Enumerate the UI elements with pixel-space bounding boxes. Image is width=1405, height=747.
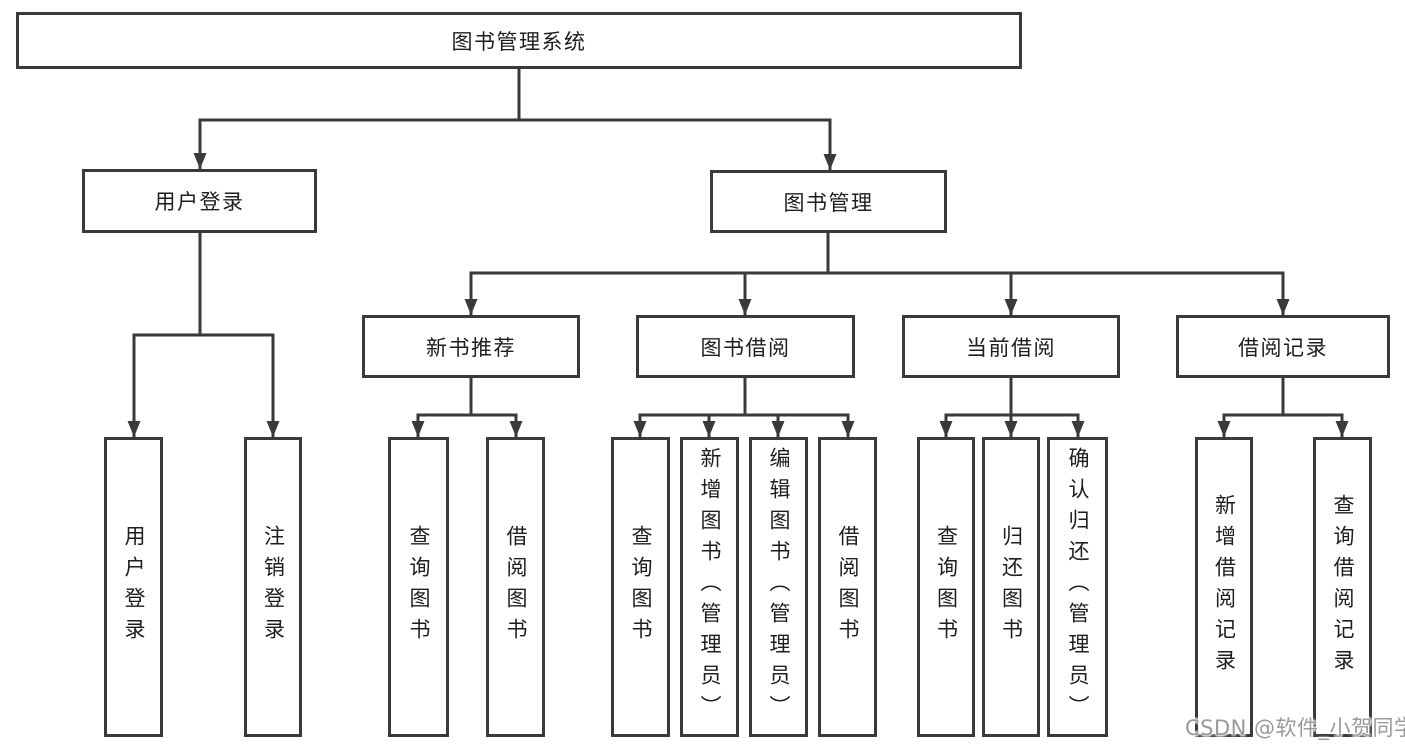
leaf-current-query-books: 查询图书 [917,437,975,737]
node-borrow-records: 借阅记录 [1176,315,1390,378]
leaf-return-books: 归还图书 [982,437,1040,737]
leaf-user-login-label: 用户登录 [122,525,146,649]
leaf-recommend-query-books: 查询图书 [388,437,449,737]
node-new-book-recommend-label: 新书推荐 [426,335,516,360]
leaf-recommend-borrow-books-label: 借阅图书 [504,525,528,649]
node-book-borrow-label: 图书借阅 [700,335,791,360]
leaf-recommend-borrow-books: 借阅图书 [486,437,545,737]
node-root: 图书管理系统 [16,12,1022,69]
leaf-confirm-return-admin-label: 确认归还（管理员） [1066,447,1090,726]
leaf-borrow-query-books: 查询图书 [611,437,670,737]
leaf-borrow-books-label: 借阅图书 [836,525,860,649]
leaf-query-borrow-record-label: 查询借阅记录 [1331,494,1355,680]
leaf-logout: 注销登录 [244,437,302,737]
leaf-query-borrow-record: 查询借阅记录 [1313,437,1372,737]
leaf-add-borrow-record-label: 新增借阅记录 [1212,494,1237,680]
csdn-watermark: CSDN @软件_小贺同学 [1185,716,1405,740]
connector-path [132,69,1344,437]
leaf-current-query-books-label: 查询图书 [934,525,959,649]
leaf-borrow-query-books-label: 查询图书 [629,525,653,649]
node-root-label: 图书管理系统 [451,29,587,54]
leaf-user-login: 用户登录 [104,437,163,737]
leaf-edit-books-admin-label: 编辑图书（管理员） [767,447,791,726]
node-borrow-records-label: 借阅记录 [1238,335,1328,360]
node-book-management: 图书管理 [710,170,947,233]
leaf-add-books-admin: 新增图书（管理员） [680,437,739,737]
leaf-add-borrow-record: 新增借阅记录 [1195,437,1253,737]
leaf-edit-books-admin: 编辑图书（管理员） [749,437,808,737]
node-current-borrow-label: 当前借阅 [966,335,1056,360]
node-user-login: 用户登录 [82,169,317,233]
leaf-return-books-label: 归还图书 [999,525,1024,649]
node-book-management-label: 图书管理 [783,190,874,215]
leaf-borrow-books: 借阅图书 [818,437,877,737]
leaf-confirm-return-admin: 确认归还（管理员） [1047,437,1108,737]
leaf-recommend-query-books-label: 查询图书 [407,525,431,649]
leaf-logout-label: 注销登录 [261,525,286,649]
node-book-borrow: 图书借阅 [636,315,855,378]
node-new-book-recommend: 新书推荐 [362,315,580,378]
leaf-add-books-admin-label: 新增图书（管理员） [698,447,722,726]
node-current-borrow: 当前借阅 [902,315,1120,378]
node-user-login-label: 用户登录 [154,190,245,214]
